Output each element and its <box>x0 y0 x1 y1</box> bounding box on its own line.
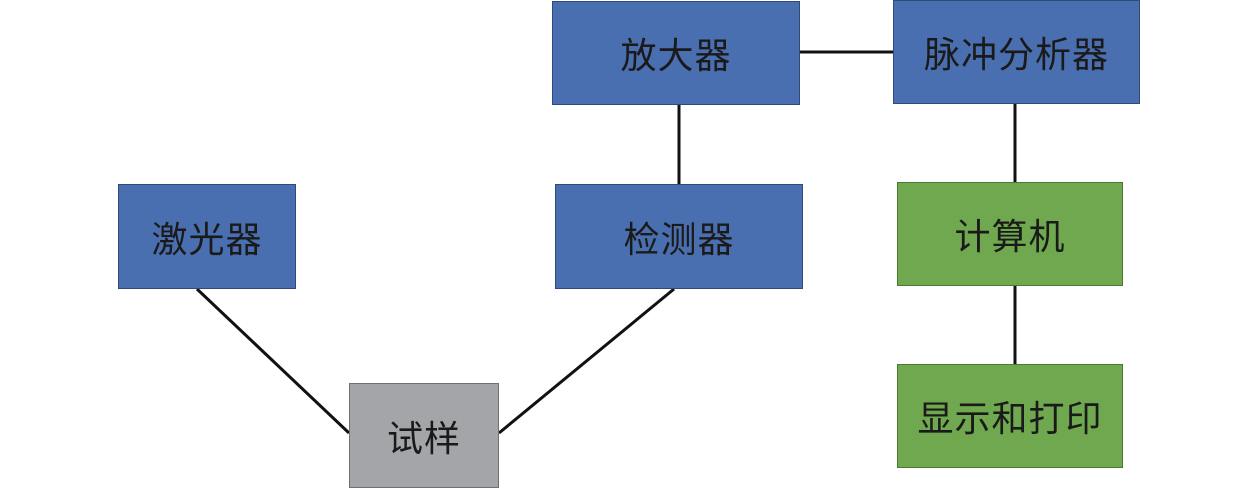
computer-label: 计算机 <box>954 217 1066 258</box>
edge-sample-detector <box>498 287 675 435</box>
computer-node: 计算机 <box>897 182 1123 286</box>
detector-label: 检测器 <box>623 219 735 261</box>
display-print-label: 显示和打印 <box>917 399 1103 440</box>
laser-label: 激光器 <box>151 219 263 261</box>
amplifier-label: 放大器 <box>620 36 732 77</box>
pulse-analyzer-label: 脉冲分析器 <box>923 35 1109 76</box>
display-print-node: 显示和打印 <box>897 364 1123 468</box>
pulse-analyzer-node: 脉冲分析器 <box>893 0 1140 104</box>
edge-laser-sample <box>195 287 351 435</box>
laser-node: 激光器 <box>118 184 296 289</box>
detector-node: 检测器 <box>555 184 803 289</box>
sample-label: 试样 <box>386 418 461 460</box>
amplifier-node: 放大器 <box>552 1 800 105</box>
sample-node: 试样 <box>349 383 499 488</box>
